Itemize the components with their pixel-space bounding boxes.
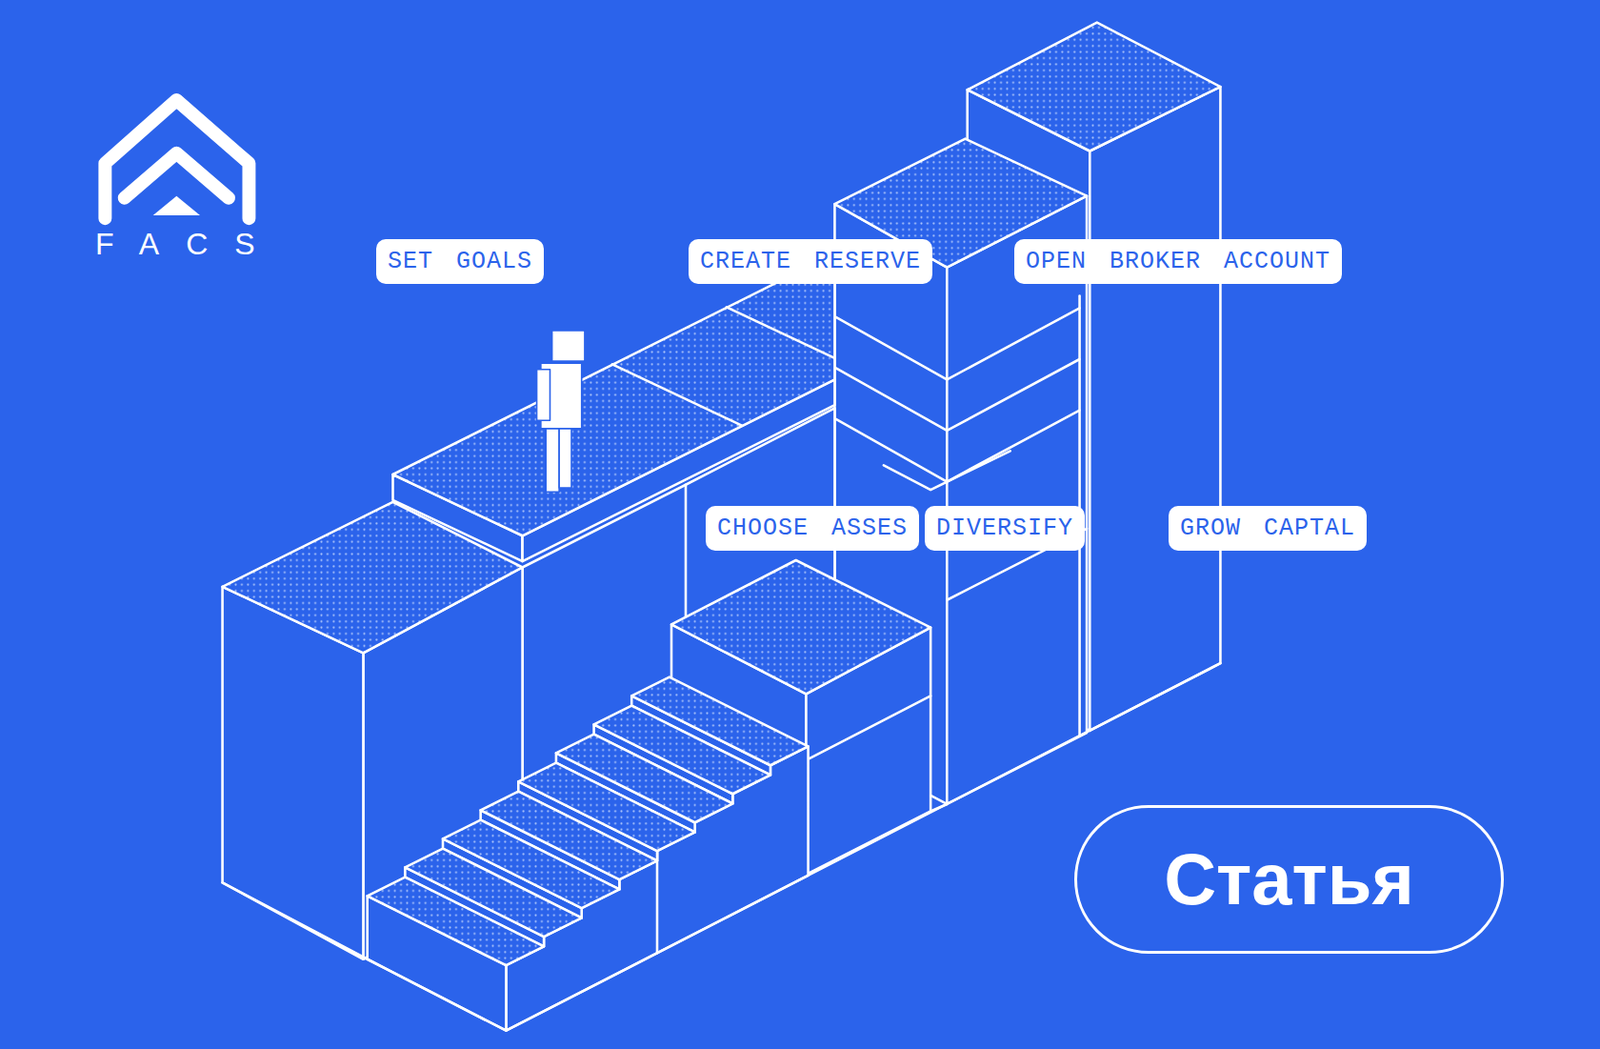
step-text: CREATE RESERVE	[700, 247, 921, 276]
logo-mark	[104, 100, 249, 219]
step-label: OPEN BROKER ACCOUNT	[1014, 239, 1342, 284]
step-text: SET GOALS	[387, 247, 533, 276]
step-text: CHOOSE ASSES	[717, 514, 908, 542]
step-label: CHOOSE ASSES	[705, 505, 920, 551]
person-figure	[537, 330, 585, 492]
step-label: DIVERSIFY	[924, 505, 1085, 551]
step-label: SET GOALS	[376, 239, 544, 284]
step-text: GROW CAPTAL	[1180, 514, 1356, 542]
logo-wordmark: FACS	[95, 228, 282, 260]
article-button: Статья	[1074, 804, 1504, 954]
step-label: CREATE RESERVE	[688, 239, 933, 284]
button-text: Статья	[1163, 839, 1415, 920]
step-label: GROW CAPTAL	[1168, 505, 1367, 551]
step-text: DIVERSIFY	[936, 514, 1074, 542]
step-text: OPEN BROKER ACCOUNT	[1025, 247, 1331, 276]
